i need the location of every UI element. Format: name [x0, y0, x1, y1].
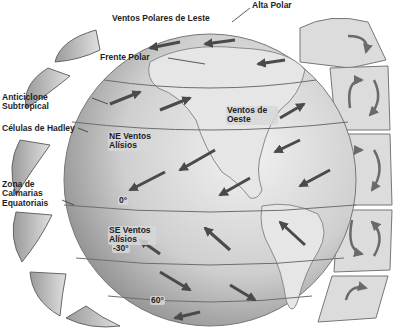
map-label: Anticiclone Subtropical — [2, 93, 94, 112]
globe — [64, 34, 356, 326]
map-label: NE Ventos Alísios — [108, 132, 156, 151]
map-label: Alta Polar — [252, 1, 292, 10]
map-label: Células de Hadley — [2, 124, 75, 133]
map-label: 60° — [150, 296, 165, 305]
map-label: Ventos Polares de Leste — [112, 14, 210, 23]
map-label: Frente Polar — [100, 53, 150, 62]
map-label: -30° — [112, 244, 130, 253]
map-label: Ventos de Oeste — [226, 106, 278, 125]
map-label: Zona de Calmarias Equatoriais — [2, 180, 62, 208]
map-label: SE Ventos Alísios — [108, 226, 156, 245]
map-label: 0° — [118, 196, 128, 205]
